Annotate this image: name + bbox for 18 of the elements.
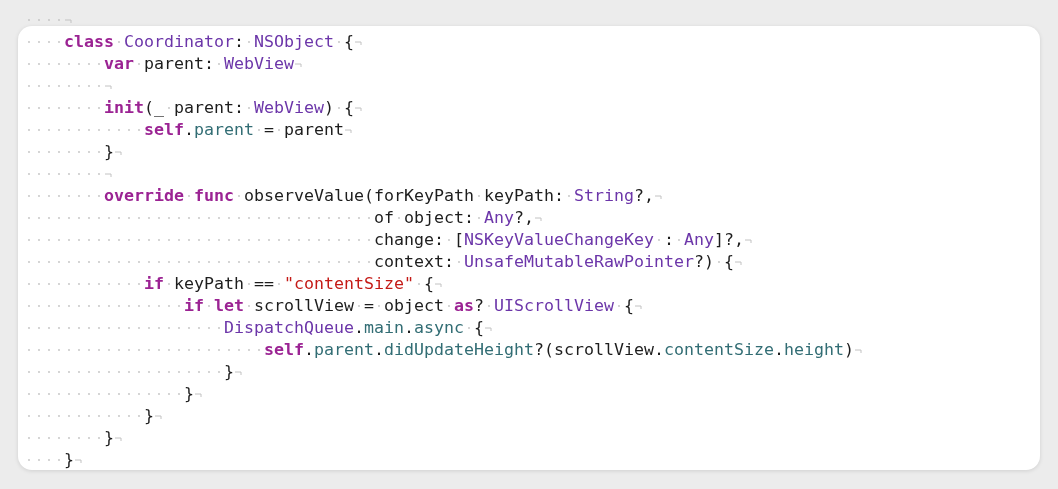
code-line: } [224,361,234,383]
code-line: DispatchQueue.main.async { [224,317,484,339]
code-line: } [64,449,74,471]
code-line: class Coordinator: NSObject { [64,31,354,53]
code-line: self.parent = parent [144,119,344,141]
code-line: } [104,141,114,163]
code-line: self.parent.didUpdateHeight?(scrollView.contentSize.height) [264,339,854,361]
code-line: of object: Any?, [374,207,534,229]
code-line: if let scrollView = object as? UIScrollView { [184,295,634,317]
code-line: change: [NSKeyValueChangeKey : Any]?, [374,229,744,251]
code-line: context: UnsafeMutableRawPointer?) { [374,251,734,273]
code-line: } [144,405,154,427]
code-line: override func observeValue(forKeyPath keyPath: String?, [104,185,654,207]
code-line: init(_ parent: WebView) { [104,97,354,119]
code-line: } [104,427,114,449]
code-line: } [184,383,194,405]
code-line: if keyPath == "contentSize" { [144,273,434,295]
code-line: var parent: WebView [104,53,294,75]
